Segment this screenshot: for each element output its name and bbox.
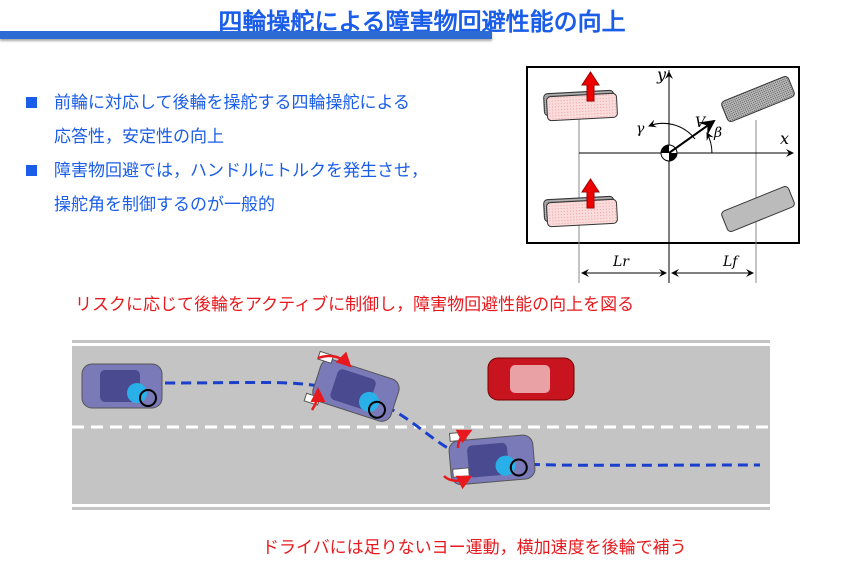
bullet-text: 障害物回避では，ハンドルにトルクを発生させ， (54, 161, 428, 181)
bullet-square-icon (26, 97, 37, 108)
avoidance-path (164, 380, 761, 467)
front-wheel (721, 186, 795, 232)
rear-wheel (543, 89, 618, 122)
y-axis-label: y (656, 65, 667, 84)
title-underline (0, 31, 492, 39)
lf-label: Lf (722, 254, 740, 270)
velocity-label: V (695, 115, 707, 131)
front-wheel (721, 76, 795, 122)
rotation-arrow-icon (317, 351, 352, 368)
gamma-label: γ (636, 121, 645, 137)
obstacle-car-icon (487, 357, 575, 401)
rotation-arrow-icon (310, 387, 326, 411)
x-axis-label: x (780, 129, 789, 148)
bullet-list: 前輪に対応して後輪を操舵する四輪操舵による 応答性，安定性の向上 障害物回避では… (24, 86, 428, 222)
vehicle-model-diagram: x y V β γ Lr Lf (526, 65, 800, 283)
callout-risk-control: リスクに応じて後輪をアクティブに制御し，障害物回避性能の向上を図る (75, 295, 635, 315)
callout-rear-wheel-assist: ドライバには足りないヨー運動，横加速度を後輪で補う (262, 538, 687, 558)
bullet-item: 障害物回避では，ハンドルにトルクを発生させ， 操舵角を制御するのが一般的 (24, 154, 428, 222)
beta-label: β (713, 125, 722, 141)
rotation-arrow-icon (443, 475, 473, 490)
steer-arrow-icon (581, 71, 600, 102)
steer-arrow-icon (581, 178, 600, 209)
rear-wheel (543, 195, 618, 228)
lr-label: Lr (612, 254, 630, 270)
bullet-square-icon (26, 165, 37, 176)
road-scene (72, 340, 770, 510)
car-icon (303, 350, 400, 422)
bullet-text: 応答性，安定性の向上 (54, 127, 224, 147)
bullet-text: 操舵角を制御するのが一般的 (54, 195, 275, 215)
bullet-text: 前輪に対応して後輪を操舵する四輪操舵による (54, 93, 410, 113)
car-icon (448, 431, 536, 486)
car-icon (81, 363, 163, 409)
rotation-arrow-icon (455, 429, 473, 449)
bullet-item: 前輪に対応して後輪を操舵する四輪操舵による 応答性，安定性の向上 (24, 86, 428, 154)
